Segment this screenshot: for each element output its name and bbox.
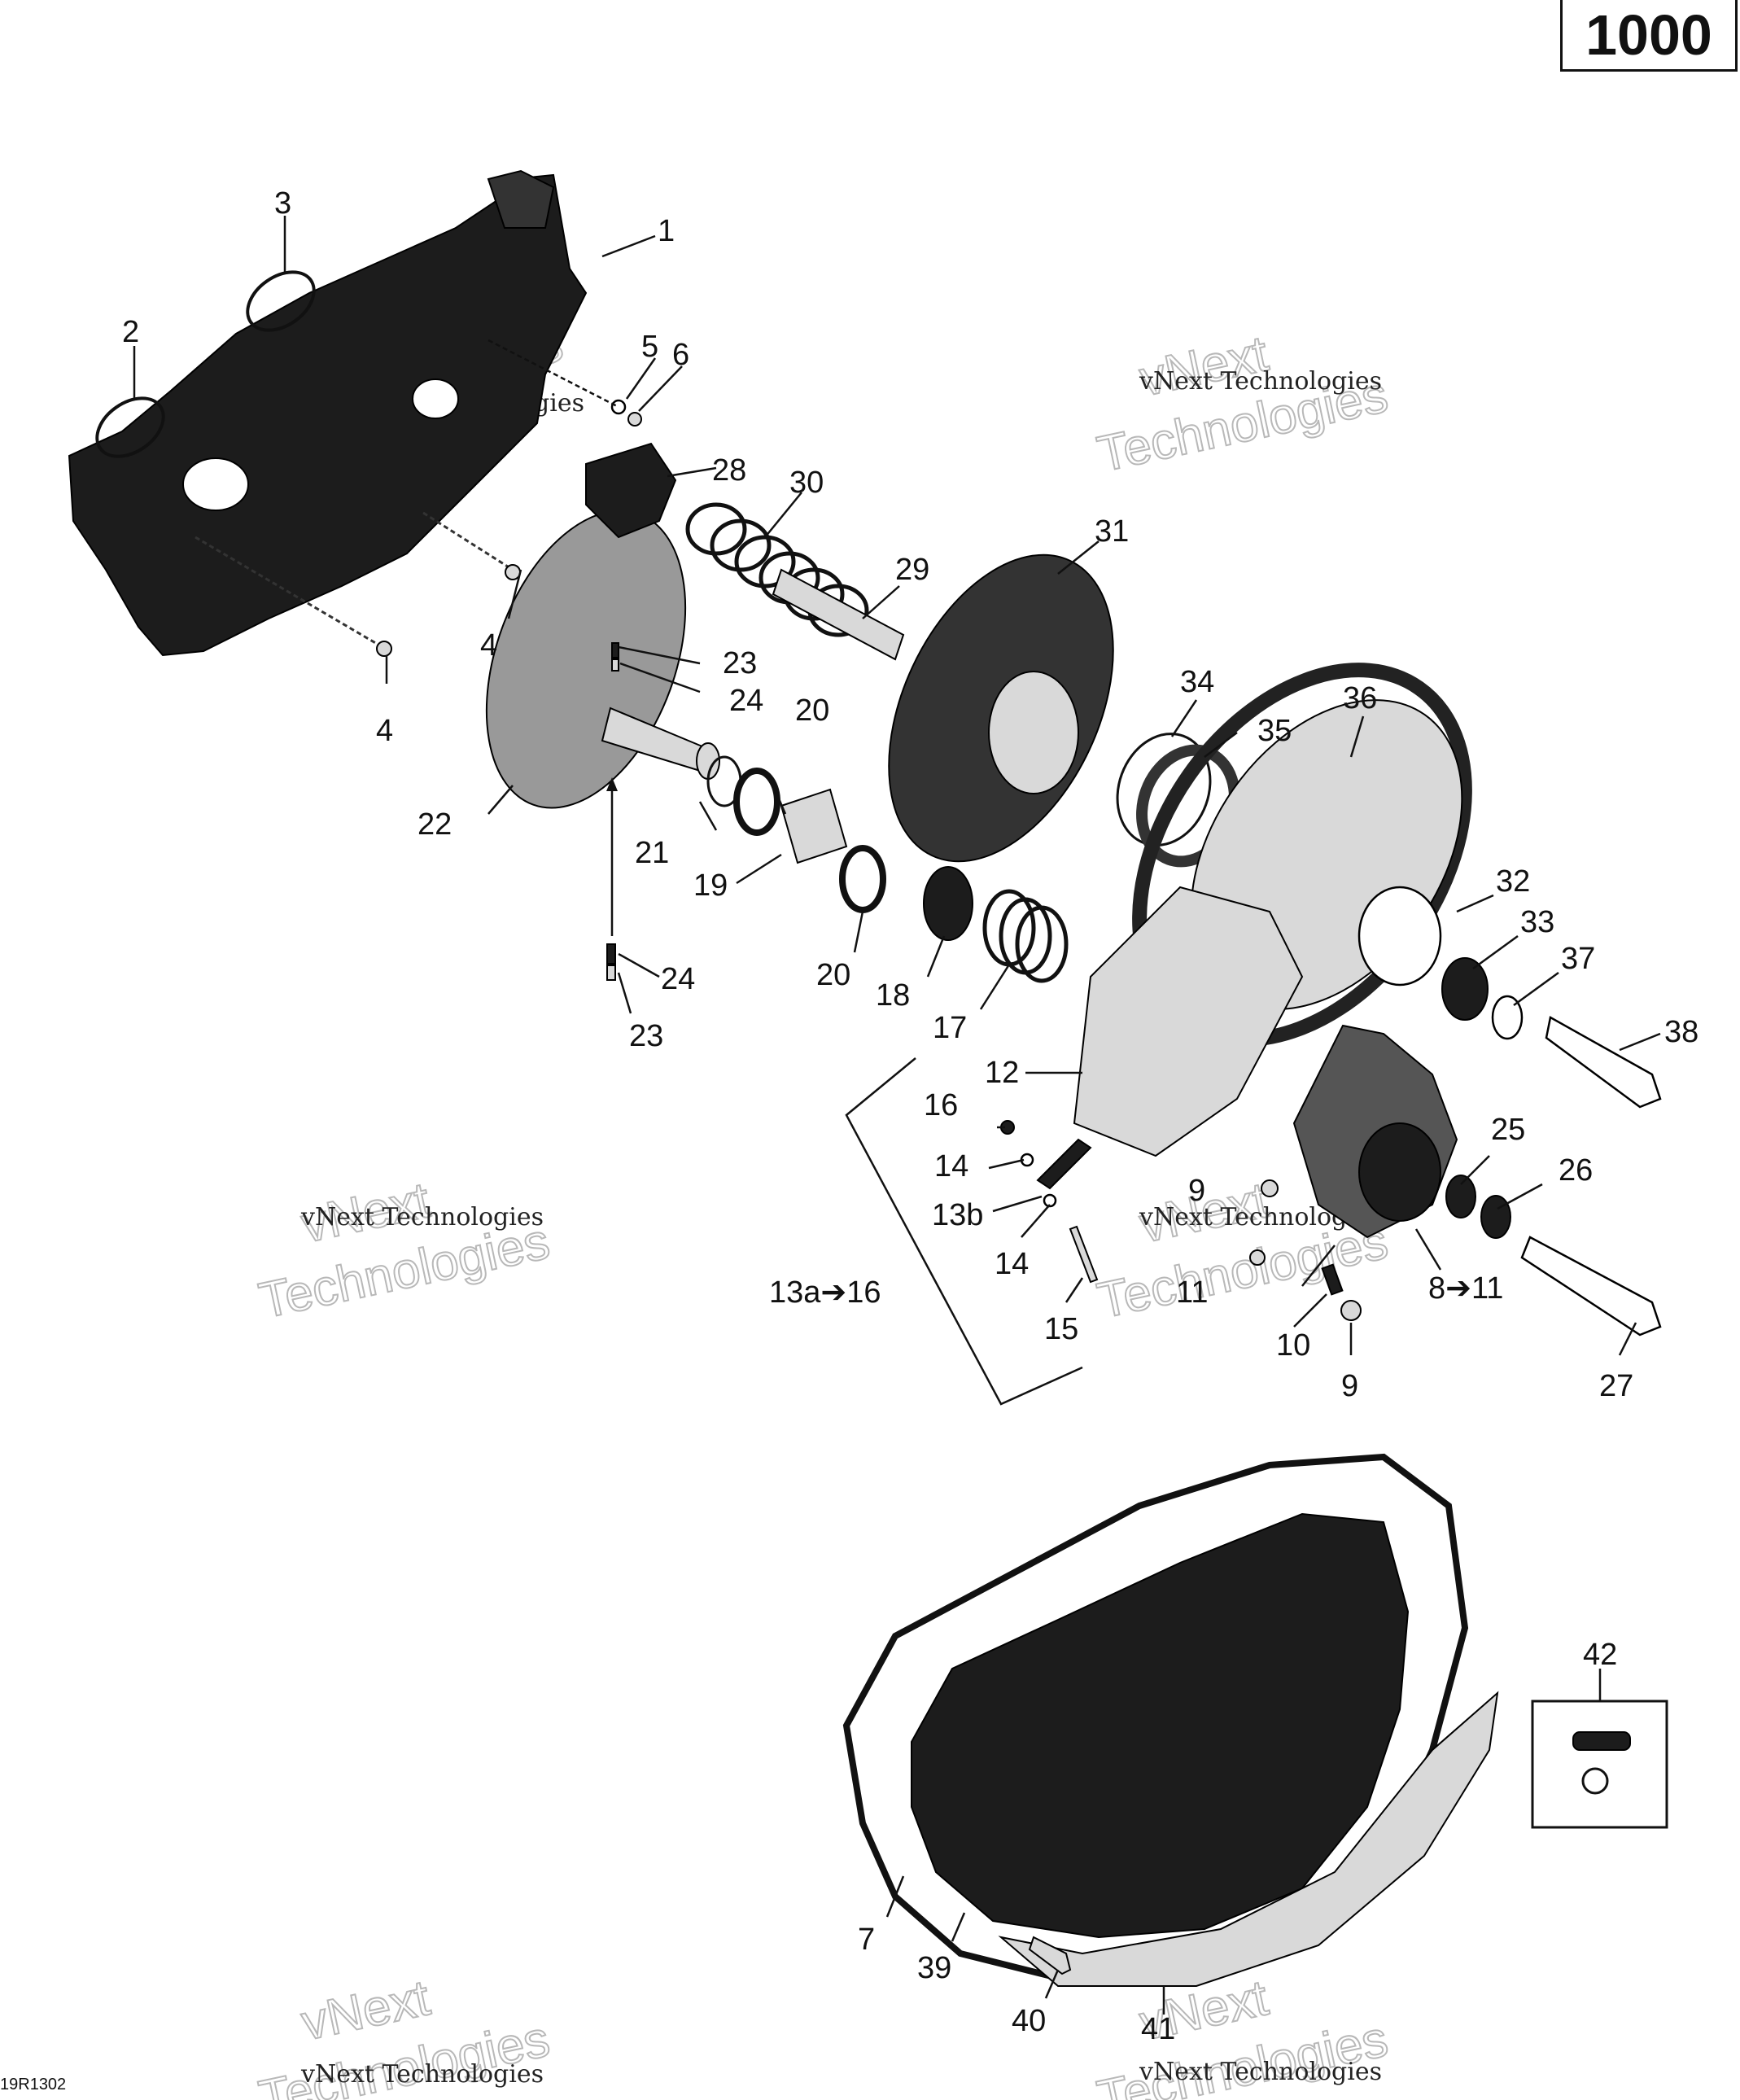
callout-42: 42 <box>1583 1638 1617 1672</box>
callout-4b: 4 <box>376 714 393 748</box>
callout-19: 19 <box>693 868 728 903</box>
callout-33: 33 <box>1520 905 1554 939</box>
pin-23 <box>606 965 616 981</box>
drive-pulley-sliding-half <box>888 553 1114 863</box>
callout-38: 38 <box>1664 1015 1698 1049</box>
washer-14b <box>1043 1193 1057 1208</box>
callout-35: 35 <box>1257 714 1292 748</box>
callout-39: 39 <box>917 1951 951 1985</box>
callout-6: 6 <box>672 338 689 372</box>
callout-23a: 23 <box>723 646 757 680</box>
bolt-27 <box>1520 1236 1662 1337</box>
washer-26 <box>1480 1195 1511 1239</box>
callout-2: 2 <box>122 315 139 349</box>
outer-cvt-cover <box>842 1453 1499 1987</box>
callout-13a-16: 13a➔16 <box>769 1275 881 1310</box>
bolt-4a <box>195 536 392 657</box>
callout-27: 27 <box>1599 1369 1633 1403</box>
washer-11 <box>1249 1249 1266 1266</box>
bearing-33 <box>1441 957 1489 1021</box>
callout-3: 3 <box>274 186 291 221</box>
spring-17 <box>982 889 1069 983</box>
inner-cvt-cover <box>68 169 588 657</box>
part-13b <box>1036 1138 1092 1190</box>
bolt-40 <box>1028 1936 1072 1975</box>
bushing-20b <box>839 845 886 913</box>
pin-24 <box>606 943 616 965</box>
callout-7: 7 <box>858 1923 875 1957</box>
bolt-4b <box>422 511 521 580</box>
group-bracket-13a-16 <box>845 1057 1083 1406</box>
watermark-mid-left: vNext Technologies <box>254 1171 555 1330</box>
callout-24b: 24 <box>661 962 695 996</box>
watermark-text-2: vNext Technologies <box>1139 367 1382 396</box>
callout-18: 18 <box>876 978 910 1013</box>
leader-lines <box>133 216 1661 2015</box>
watermark-text-5: vNext Technologies <box>300 2060 544 2089</box>
nut-9a <box>1261 1179 1279 1197</box>
callout-20a: 20 <box>795 693 829 728</box>
nut-6 <box>627 412 642 427</box>
callout-37: 37 <box>1561 942 1595 976</box>
pin-23-top <box>611 642 619 658</box>
callout-11: 11 <box>1176 1275 1208 1310</box>
diagram-code: 19R1302 <box>0 2076 67 2093</box>
washer-37 <box>1491 995 1524 1040</box>
callout-labels: 1 2 3 4 4 5 6 7 8➔11 9 9 10 11 12 13a➔16… <box>122 186 1698 2046</box>
callout-28: 28 <box>712 453 746 488</box>
callout-26: 26 <box>1559 1153 1593 1188</box>
callout-9a: 9 <box>1188 1174 1205 1208</box>
assembly-arrow <box>606 777 618 936</box>
callout-16: 16 <box>924 1088 958 1122</box>
callout-12: 12 <box>985 1056 1019 1090</box>
callout-34: 34 <box>1180 665 1214 699</box>
drive-pulley-fixed-half <box>485 510 720 809</box>
callout-17: 17 <box>933 1011 967 1045</box>
watermark-text-6: vNext Technologies <box>1139 2058 1382 2086</box>
callout-13b: 13b <box>932 1198 983 1232</box>
callout-4a: 4 <box>480 628 497 663</box>
callout-10: 10 <box>1276 1328 1310 1363</box>
cam-28 <box>585 442 677 539</box>
callout-21: 21 <box>635 836 669 870</box>
callout-15: 15 <box>1044 1312 1078 1346</box>
bolt-38 <box>1545 1016 1662 1109</box>
bushing-19 <box>780 788 848 864</box>
o-ring-2 <box>95 396 165 458</box>
callout-14b: 14 <box>995 1247 1029 1281</box>
callout-14a: 14 <box>934 1149 968 1183</box>
callout-22: 22 <box>418 807 452 842</box>
callout-20b: 20 <box>816 958 850 992</box>
model-badge: 1000 <box>1560 0 1738 72</box>
callout-24a: 24 <box>729 684 763 718</box>
driven-pulley-12 <box>1073 886 1304 1157</box>
bracket-hub <box>1358 1122 1441 1222</box>
pin-24-top <box>611 658 619 672</box>
callout-25: 25 <box>1491 1113 1525 1147</box>
o-ring-3 <box>246 270 316 332</box>
callout-32: 32 <box>1496 864 1530 899</box>
nut-9b <box>1340 1300 1362 1321</box>
bushing-20a <box>733 768 780 836</box>
shaft-29 <box>772 568 905 661</box>
callout-9b: 9 <box>1341 1369 1358 1403</box>
screw-10 <box>1321 1263 1344 1296</box>
callout-41: 41 <box>1141 2012 1175 2046</box>
callout-31: 31 <box>1095 514 1129 549</box>
callout-30: 30 <box>789 466 824 500</box>
callout-29: 29 <box>895 553 929 587</box>
washer-25 <box>1445 1175 1476 1218</box>
callout-5: 5 <box>641 330 658 364</box>
seal-18 <box>923 866 973 941</box>
callout-36: 36 <box>1343 681 1377 715</box>
washer-5 <box>610 399 627 415</box>
callout-8-11: 8➔11 <box>1428 1271 1503 1306</box>
callout-40: 40 <box>1012 2004 1046 2038</box>
callout-23b: 23 <box>629 1019 663 1053</box>
accessory-box-42 <box>1531 1700 1668 1829</box>
screw-15 <box>1069 1225 1099 1284</box>
watermark-text-3: vNext Technologies <box>300 1203 544 1232</box>
callout-1: 1 <box>658 214 675 248</box>
